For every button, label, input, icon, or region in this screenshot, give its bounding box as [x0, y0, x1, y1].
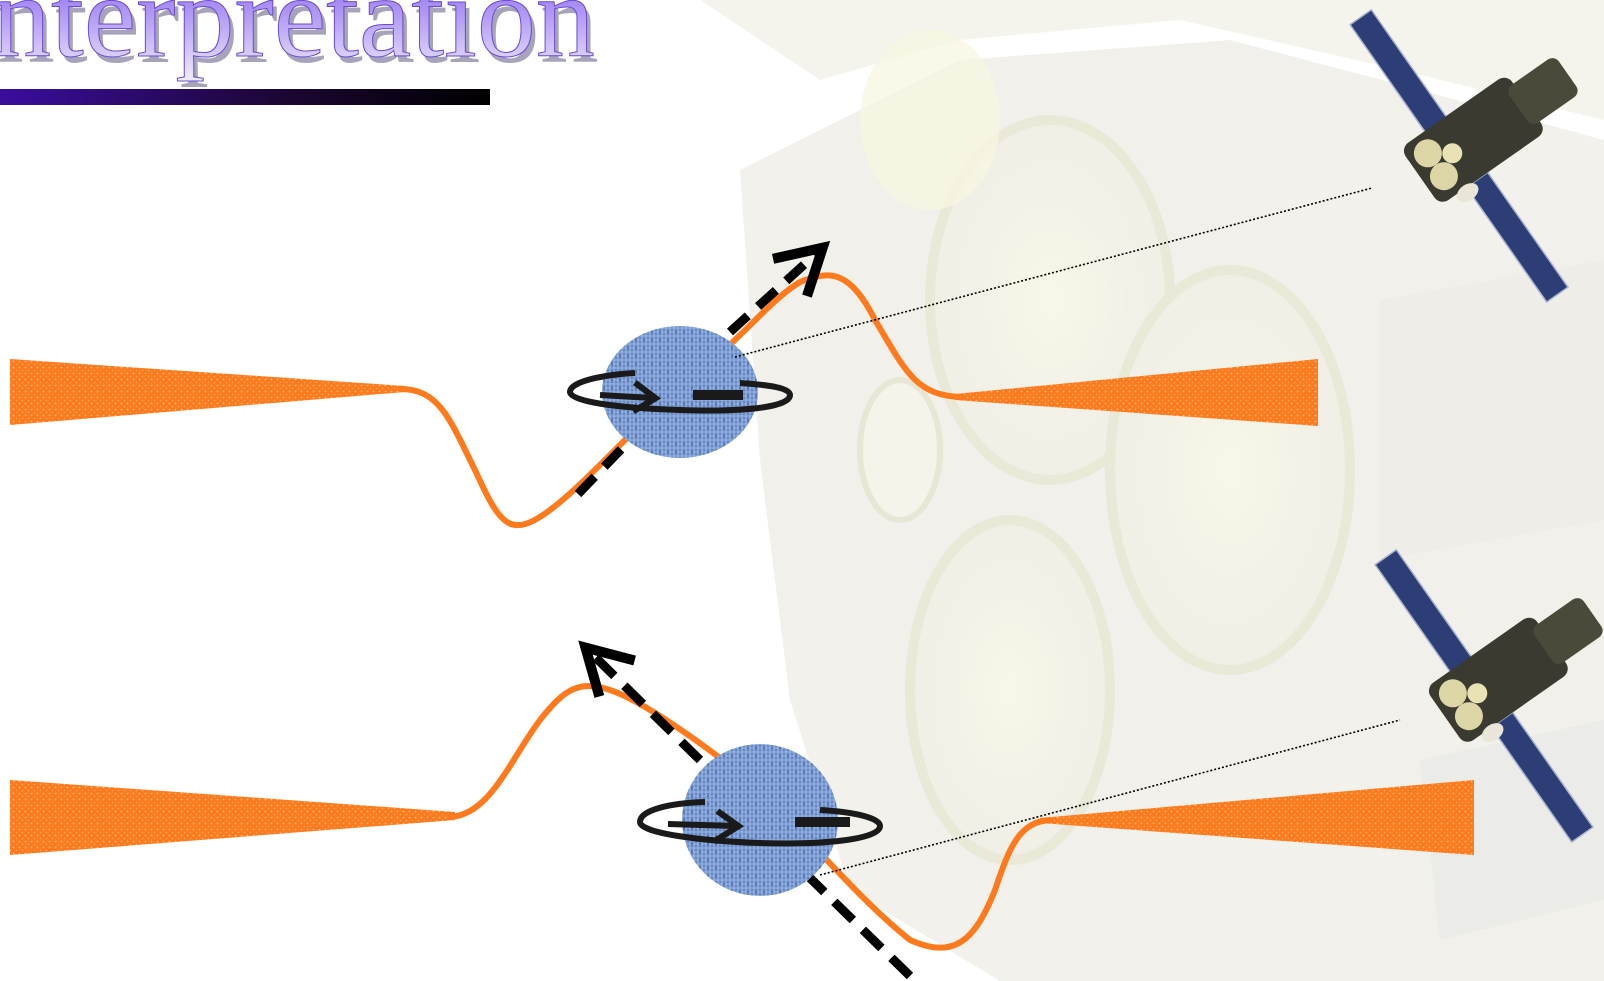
title-text: nterpretation: [0, 0, 595, 82]
spin-axis-lower-top: [578, 438, 632, 494]
slide-title: nterpretation nterpretation: [0, 0, 599, 105]
spin-direction-arrow-top: [600, 395, 652, 398]
title-underline: [0, 89, 490, 105]
accretion-disk-left-top: [10, 359, 405, 425]
accretion-disk-left-bottom: [10, 780, 455, 855]
spin-direction-arrow-bottom: [668, 824, 735, 826]
